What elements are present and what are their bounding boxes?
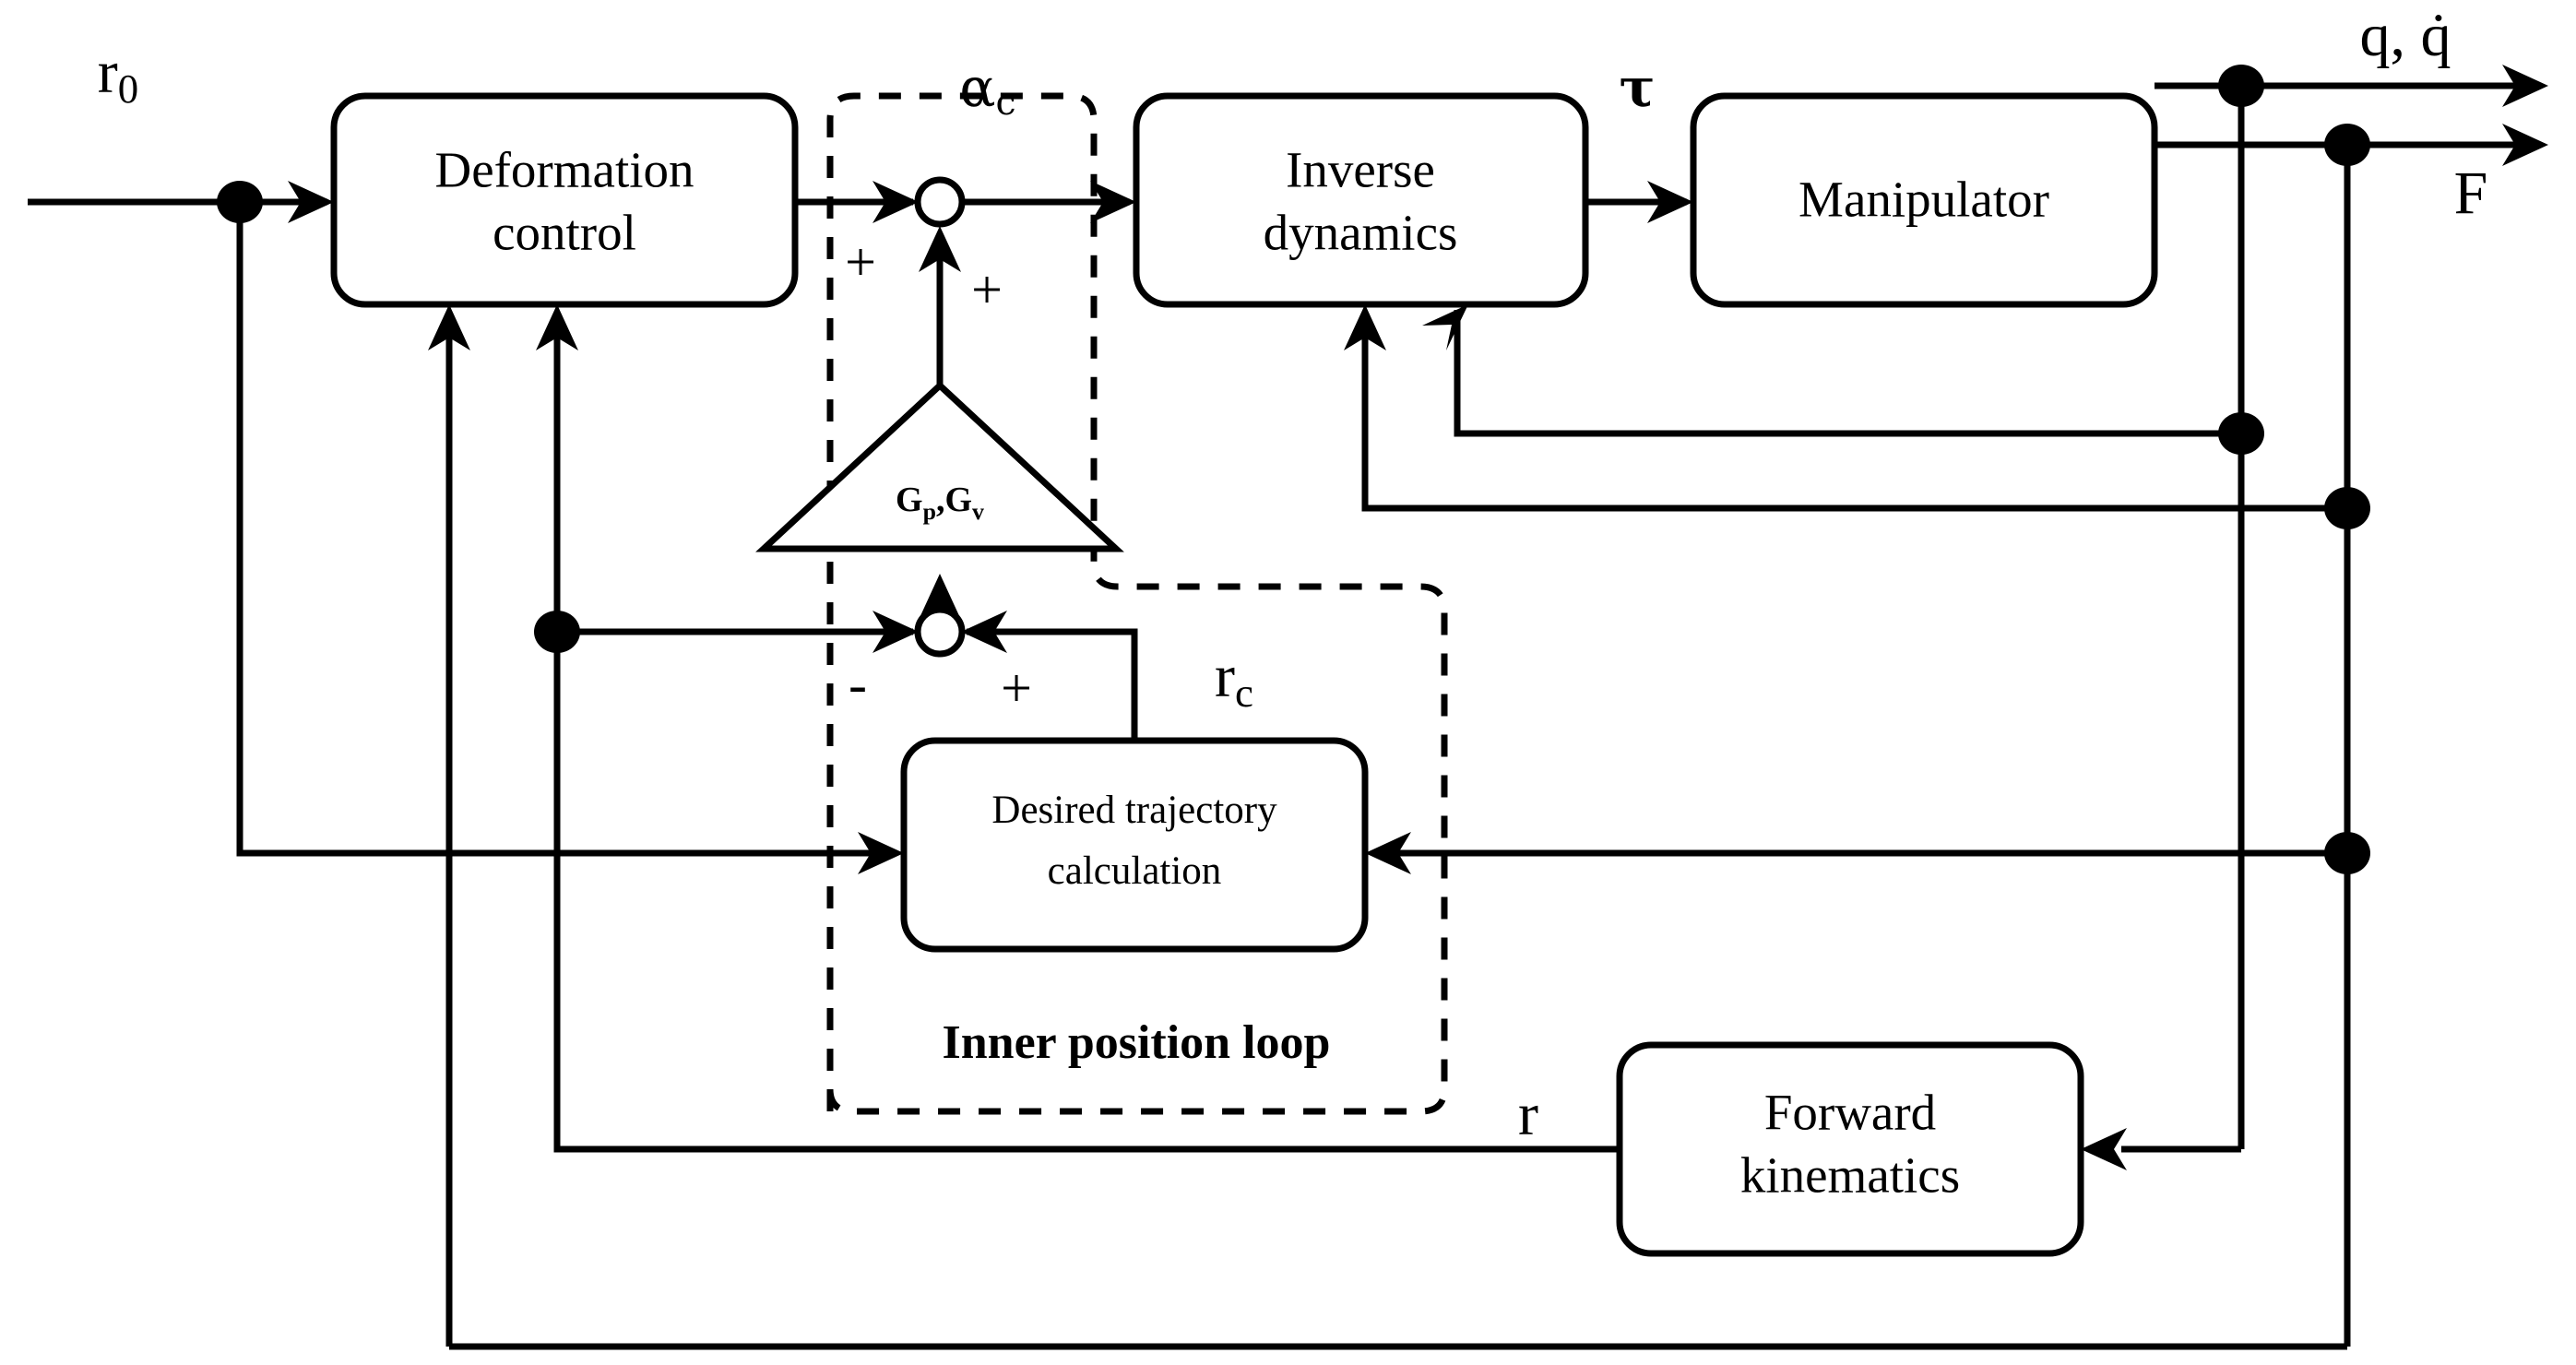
inner-position-loop-label: Inner position loop: [943, 1016, 1331, 1069]
block-manipulator[interactable]: [1690, 92, 2158, 308]
arrow-q-output: [2502, 65, 2548, 107]
gain-label-Gp-sub: p: [923, 498, 936, 525]
wire-forward-kinematics-r-out: [553, 635, 1620, 1153]
gain-label-Gv-sub: v: [972, 498, 984, 525]
block-desired-trajectory-calculation[interactable]: [900, 737, 1369, 953]
junction-dot-F-to-trajectory: [2324, 832, 2370, 874]
block-manipulator-label: Manipulator: [1798, 172, 2049, 228]
wire-rc-into-error-sum: [967, 628, 1138, 741]
arrow-r0-into-deformation: [288, 181, 334, 223]
wire-r0-branch-to-trajectory: [236, 202, 896, 857]
sign-plus-error-right: +: [1001, 658, 1032, 718]
sum-junction-position-error[interactable]: [914, 606, 966, 658]
arrow-into-inverse-dynamics: [1090, 181, 1136, 223]
signal-label-r0: r0: [98, 39, 138, 112]
block-desired-trajectory-label-line1: Desired trajectory: [991, 789, 1277, 832]
arrow-q-into-forward-kinematics: [2081, 1128, 2127, 1170]
block-deformation-control-label-line2: control: [493, 205, 636, 261]
block-forward-kinematics[interactable]: [1616, 1041, 2084, 1257]
gain-block-label: Gp,Gv: [896, 481, 984, 525]
arrow-q-into-inverse-dynamics: [1422, 304, 1468, 350]
signal-label-r0-base: r: [98, 39, 118, 106]
signal-label-rc-base: r: [1215, 643, 1235, 710]
sum-junction-alpha[interactable]: [914, 176, 966, 228]
arrow-r-into-deformation-bottom-2: [536, 304, 578, 350]
arrow-F-output: [2502, 124, 2548, 166]
wire-F-feedback-to-inverse-dynamics: [1361, 332, 2347, 512]
signal-label-F: F: [2454, 160, 2488, 227]
arrow-error-into-gain: [919, 574, 961, 620]
gain-block-triangle[interactable]: [755, 381, 1124, 552]
block-inverse-dynamics-label-line2: dynamics: [1264, 205, 1458, 261]
block-forward-kinematics-label-line1: Forward: [1764, 1085, 1936, 1141]
arrow-gain-into-alpha-sum: [919, 226, 961, 272]
block-deformation-control[interactable]: [330, 92, 799, 308]
gain-label-Gv-main: G: [944, 481, 972, 519]
wire-q-feedback-to-inverse-dynamics: [1454, 310, 2241, 437]
arrow-into-alpha-sum: [873, 181, 919, 223]
sign-plus-alpha-left: +: [845, 231, 876, 292]
signal-label-rc-sub: c: [1235, 670, 1253, 716]
arrow-r-into-error-sum-minus: [873, 611, 919, 653]
block-inverse-dynamics-label-line1: Inverse: [1286, 142, 1435, 198]
arrow-F-into-deformation-bottom-1: [428, 304, 470, 350]
gain-label-comma: ,: [936, 481, 945, 519]
block-desired-trajectory-label-line2: calculation: [1048, 849, 1222, 893]
block-deformation-control-label-line1: Deformation: [434, 142, 694, 198]
junction-dot-r-split: [534, 611, 580, 653]
junction-dot-r0-split: [217, 181, 263, 223]
junction-dot-F-to-inverse-dynamics: [2324, 487, 2370, 529]
inner-position-loop-boundary: [826, 92, 1448, 1115]
arrow-r0-into-trajectory: [858, 832, 904, 874]
sign-minus-error-left: -: [849, 654, 867, 715]
signal-label-q-qdot: q, q̇: [2360, 2, 2451, 69]
arrow-rc-into-error-sum-plus: [961, 611, 1007, 653]
signal-label-r0-sub: 0: [118, 65, 138, 112]
gain-label-Gp-main: G: [896, 481, 923, 519]
signal-label-alpha-c: αc: [959, 56, 1015, 124]
signal-label-alpha-base: α: [959, 56, 995, 119]
junction-dot-q-to-inverse-dynamics: [2218, 412, 2264, 455]
signal-label-tau: τ: [1619, 56, 1655, 119]
junction-dot-F-output: [2324, 124, 2370, 166]
arrow-tau-into-manipulator: [1647, 181, 1693, 223]
block-forward-kinematics-label-line2: kinematics: [1740, 1147, 1960, 1204]
signal-label-alpha-sub: c: [996, 81, 1016, 124]
arrow-F-into-trajectory: [1365, 832, 1411, 874]
junction-dot-q-output: [2218, 65, 2264, 107]
signal-label-rc: rc: [1215, 643, 1253, 716]
block-inverse-dynamics[interactable]: [1133, 92, 1589, 308]
sign-plus-alpha-bottom: +: [971, 259, 1003, 320]
arrow-F-into-inverse-dynamics: [1344, 304, 1386, 350]
signal-label-r: r: [1518, 1081, 1538, 1148]
